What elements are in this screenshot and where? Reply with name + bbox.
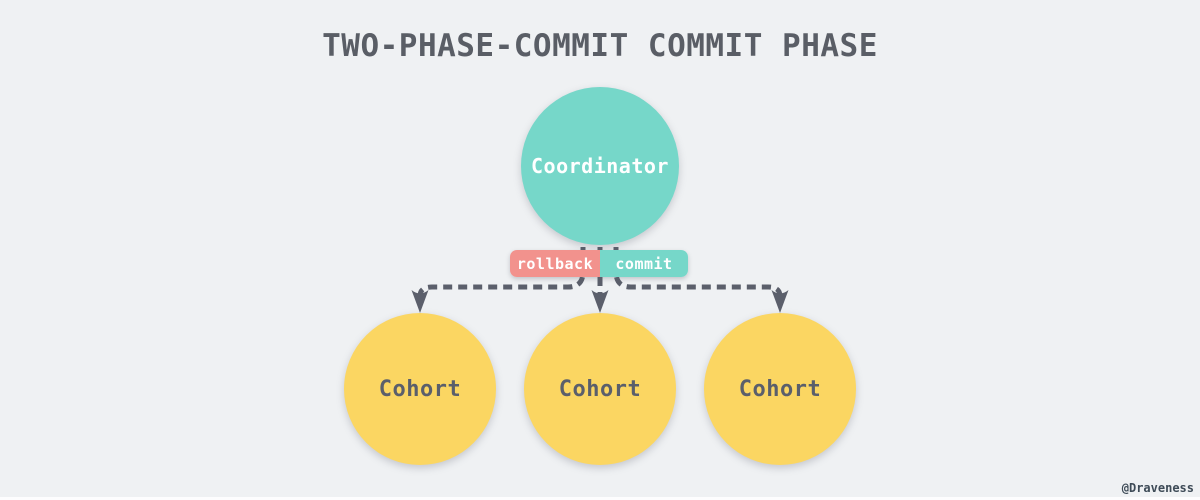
watermark: @Draveness — [1121, 481, 1194, 495]
cohort-label-1: Cohort — [378, 376, 462, 402]
diagram-title: TWO-PHASE-COMMIT COMMIT PHASE — [322, 28, 878, 64]
commit-badge: commit — [600, 250, 688, 277]
cohort-node-1: Cohort — [344, 313, 496, 465]
arrowhead-center-icon — [591, 290, 609, 313]
cohort-label-3: Cohort — [738, 376, 822, 402]
cohort-label-2: Cohort — [558, 376, 642, 402]
arrow-path-left — [417, 247, 586, 298]
cohort-node-3: Cohort — [704, 313, 856, 465]
coordinator-label: Coordinator — [531, 154, 669, 178]
bottom-edge-strip — [0, 497, 1200, 500]
arrow-path-right — [613, 247, 783, 298]
arrowhead-left-icon — [411, 290, 429, 313]
coordinator-node: Coordinator — [521, 87, 679, 245]
decision-pill: rollback commit — [510, 250, 688, 277]
arrowhead-right-icon — [771, 290, 789, 313]
cohort-node-2: Cohort — [524, 313, 676, 465]
rollback-badge: rollback — [510, 250, 600, 277]
